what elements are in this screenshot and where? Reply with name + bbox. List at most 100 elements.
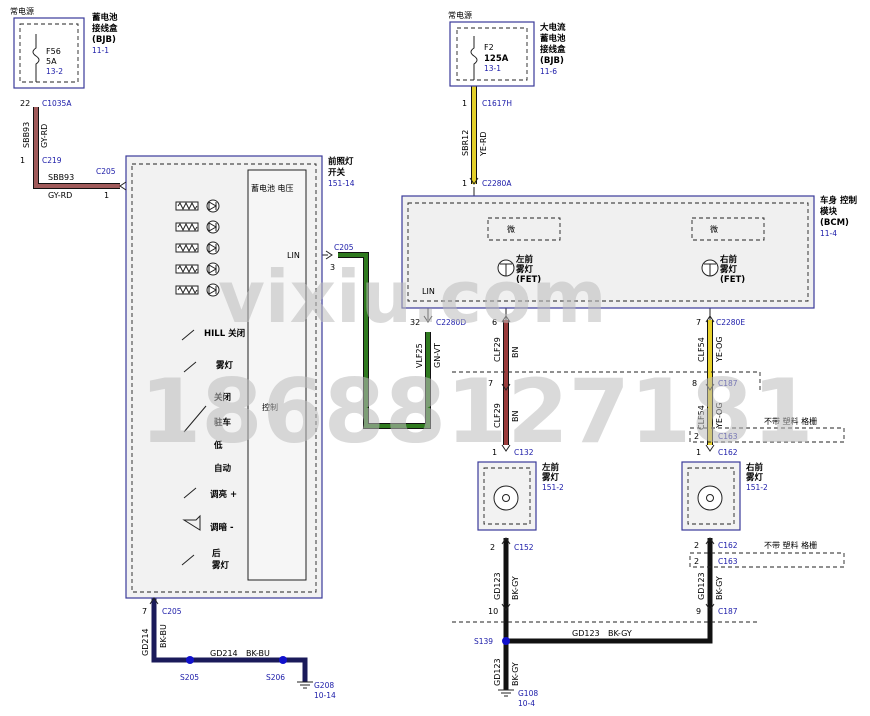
rfog-lamp-label-2: 雾灯 xyxy=(745,472,764,483)
c162-bottom-label: C162 xyxy=(718,541,738,550)
c152-pin: 2 xyxy=(490,543,495,552)
bjb-right-label-2: 蓄电池 xyxy=(540,33,566,44)
bottom-left-ground: 7 C205 GD214 BK-BU GD214 BK-BU S205 S206… xyxy=(141,607,336,700)
bjb-left-label-1: 蓄电池 xyxy=(92,12,118,23)
fuse-left-amp: 5A xyxy=(46,57,57,66)
wire-yeog-lower: YE-OG xyxy=(715,402,724,429)
bcm-ref: 11-4 xyxy=(820,229,837,238)
no-grille-bottom: 不带 塑料 格栅 2 C163 xyxy=(689,540,845,568)
headlamp-switch: 前照灯 开关 151-14 蓄电池 电压 LIN C205 3 控制 xyxy=(125,155,355,599)
c219-label: C219 xyxy=(42,156,62,165)
c1035a-pin: 22 xyxy=(20,99,30,108)
fog-label: 雾灯 xyxy=(215,360,234,371)
right-top-labels: 1 C1617H SBR12 YE-RD 1 C2280A xyxy=(461,99,512,188)
fuse-left-ref: 13-2 xyxy=(46,67,63,76)
c152-label: C152 xyxy=(514,543,534,552)
splice-s139 xyxy=(502,637,510,645)
wire-gd123-horizontal: GD123 xyxy=(572,629,600,638)
c2280a-label: C2280A xyxy=(482,179,512,188)
bjb-left-label-2: 接线盒 xyxy=(92,23,118,34)
c162-top-label: C162 xyxy=(718,448,738,457)
off-label: 关闭 xyxy=(214,392,231,403)
bjb-right-label-4: (BJB) xyxy=(540,56,564,66)
ground-g108-icon xyxy=(498,689,514,697)
wire-bkgy-horizontal: BK-GY xyxy=(608,629,632,638)
rfog-fet-label-1: 右前 xyxy=(719,254,738,265)
wire-bn-upper: BN xyxy=(511,347,520,358)
connector-arrows xyxy=(119,177,715,611)
bjb-right-ref: 11-6 xyxy=(540,67,557,76)
left-wire-labels: 22 C1035A SBB93 GY-RD 1 C219 SBB93 GY-RD… xyxy=(20,99,116,200)
auto-label: 自动 xyxy=(214,463,232,474)
wire-clf54-lower: CLF54 xyxy=(697,405,706,430)
fuse-right-name: F2 xyxy=(484,43,494,52)
parking-label: 驻车 xyxy=(214,417,232,428)
s206-label: S206 xyxy=(266,673,285,682)
c2280d-label: C2280D xyxy=(436,318,466,327)
wire-gy-rd xyxy=(33,107,120,189)
splice-s206 xyxy=(279,656,287,664)
bjb-left: 常电源 F56 5A 13-2 蓄电池 接线盒 (BJB) 11-1 xyxy=(10,6,118,89)
rfog-lamp-label-1: 右前 xyxy=(745,462,764,473)
c163-bottom-pin: 2 xyxy=(694,557,699,566)
headlamp-switch-label-1: 前照灯 xyxy=(328,156,354,167)
wire-bkgy-left: BK-GY xyxy=(511,576,520,600)
headlamp-switch-label-2: 开关 xyxy=(328,167,346,178)
wire-gyrd-vertical: GY-RD xyxy=(40,124,49,148)
const-power-left: 常电源 xyxy=(10,6,34,16)
low-label: 低 xyxy=(213,440,223,451)
led-row-2 xyxy=(175,220,220,234)
c187-bottom-right-pin: 9 xyxy=(696,607,701,616)
g208-label: G208 xyxy=(314,681,334,690)
c2280-left-pin: 6 xyxy=(492,318,497,327)
switch-labels: HILL 关闭 雾灯 关闭 驻车 低 自动 调亮 + 调暗 - 后 雾灯 xyxy=(204,328,245,571)
c163-bottom-label: C163 xyxy=(718,557,738,566)
c205-bottom-label: C205 xyxy=(162,607,182,616)
no-grille-label-top: 不带 塑料 格栅 xyxy=(764,416,817,426)
wire-bk-gy xyxy=(503,538,713,690)
fuse-left-name: F56 xyxy=(46,47,61,56)
const-power-right: 常电源 xyxy=(448,10,472,20)
wire-bkbu-vertical: BK-BU xyxy=(159,624,168,648)
bcm-module: 车身 控制 模块 (BCM) 11-4 微 微 左前 雾灯 (FET) 右前 雾… xyxy=(401,195,857,309)
no-grille-top: 不带 塑料 格栅 2 C163 xyxy=(689,416,845,443)
c205-lin-pin: 3 xyxy=(330,263,335,272)
wire-gd214-vertical: GD214 xyxy=(141,628,150,656)
ground-g208-icon xyxy=(297,681,313,689)
wire-gyrd-horizontal: GY-RD xyxy=(48,191,72,200)
fuse-right-ref: 13-1 xyxy=(484,64,501,73)
wire-bkbu-horizontal: BK-BU xyxy=(246,649,270,658)
bcm-label-3: (BCM) xyxy=(820,218,849,228)
s205-label: S205 xyxy=(180,673,199,682)
bcm-label-1: 车身 控制 xyxy=(820,195,857,206)
rear-fog-label-1: 后 xyxy=(212,548,221,559)
control-label: 控制 xyxy=(262,402,278,412)
led-row-1 xyxy=(175,199,220,213)
wire-yerd: YE-RD xyxy=(479,131,488,157)
hill-off-label: HILL 关闭 xyxy=(204,328,245,339)
lfog-fet-label-2: 雾灯 xyxy=(515,264,534,275)
c205-lin-label: C205 xyxy=(334,243,354,252)
c1035a-label: C1035A xyxy=(42,99,72,108)
dim-down-label: 调暗 - xyxy=(210,522,234,533)
wire-yeog-upper: YE-OG xyxy=(715,336,724,363)
rfog-fet-label-3: (FET) xyxy=(720,275,745,285)
rear-fog-label-2: 雾灯 xyxy=(211,560,230,571)
wire-bkgy-right: BK-GY xyxy=(715,576,724,600)
lfog-fet-label-3: (FET) xyxy=(516,275,541,285)
led-row-4 xyxy=(175,262,220,276)
wire-clf29-upper: CLF29 xyxy=(493,337,502,362)
wire-gd123-left: GD123 xyxy=(493,572,502,600)
rfog-fet-label-2: 雾灯 xyxy=(719,264,738,275)
c2280e-pin: 7 xyxy=(696,318,701,327)
lfog-lamp-ref: 151-2 xyxy=(542,483,564,492)
watermark-phone: 18688127181 xyxy=(140,360,814,463)
lfog-lamp-label-2: 雾灯 xyxy=(541,472,560,483)
c187-top-label: C187 xyxy=(718,379,738,388)
lfog-lamp-label-1: 左前 xyxy=(541,462,560,473)
micro-left: 微 xyxy=(507,224,515,234)
lamp-top-connectors: 1 C132 1 C162 xyxy=(492,448,738,457)
c163-top-pin: 2 xyxy=(694,432,699,441)
led-row-3 xyxy=(175,241,220,255)
c187-bottom-left-pin: 10 xyxy=(488,607,498,616)
